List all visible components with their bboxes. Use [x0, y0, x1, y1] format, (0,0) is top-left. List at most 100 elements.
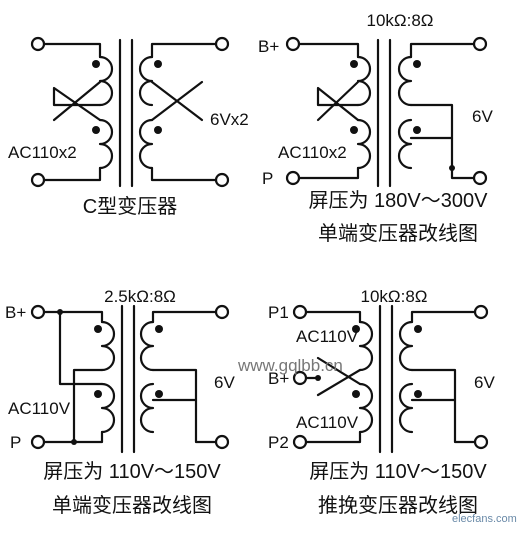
label-p2-bplus: B+ [258, 37, 279, 56]
polarity-dot-p1-3 [154, 60, 162, 68]
junction-p3-1 [57, 309, 63, 315]
lead-p4-out-top [410, 310, 477, 324]
terminal-p1-bottom-right [214, 172, 230, 188]
lead-p2-out-top [409, 42, 476, 59]
cross-p1-left-a [52, 86, 102, 122]
junction-p4-1 [315, 375, 321, 381]
terminal-p3-out-bottom [214, 434, 230, 450]
coil-p1-right-lower [138, 118, 154, 170]
polarity-dot-p4-2 [352, 390, 360, 398]
terminal-p4-out-bottom [473, 434, 489, 450]
terminal-p4-p2 [292, 434, 308, 450]
caption-p2-line2: 单端变压器改线图 [318, 222, 478, 245]
panel-single-ended-180-300: 10kΩ:8Ω B+ P AC110x2 6V 屏压为 180V～300V 单端… [258, 11, 493, 245]
lead-p1-br [150, 166, 218, 182]
polarity-dot-p3-4 [155, 390, 163, 398]
polarity-dot-p1-4 [154, 126, 162, 134]
polarity-dot-p4-4 [414, 390, 422, 398]
coil-p3-right-lower [139, 382, 155, 434]
terminal-p3-p [30, 434, 46, 450]
label-p4-right-winding: 6V [474, 373, 495, 392]
polarity-dot-p2-2 [350, 126, 358, 134]
junction-p3-2 [71, 439, 77, 445]
cross-p1-left-b [52, 80, 102, 122]
link-p3-primary [58, 310, 104, 386]
label-p4-p1: P1 [268, 303, 289, 322]
label-p4-lower-winding: AC110V [296, 413, 359, 432]
coil-p1-left-lower [98, 118, 114, 170]
ratio-p3: 2.5kΩ:8Ω [104, 287, 176, 306]
lead-p4-out-bottom [453, 398, 477, 444]
lead-p3-bplus [42, 310, 104, 324]
ratio-p2: 10kΩ:8Ω [366, 11, 433, 30]
cross-p2-a [316, 86, 360, 122]
terminal-p1-top-right [214, 36, 230, 52]
polarity-dot-p3-2 [94, 390, 102, 398]
polarity-dot-p3-1 [94, 325, 102, 333]
coil-p2-right-upper [397, 55, 413, 107]
coil-p2-left-upper [356, 55, 372, 107]
label-p3-right-winding: 6V [214, 373, 235, 392]
lead-p1-tl [42, 42, 102, 59]
lead-p3-out-top [151, 310, 218, 324]
terminal-p3-out-top [214, 304, 230, 320]
terminal-p2-out-bottom [472, 170, 488, 186]
label-p4-bplus: B+ [268, 369, 289, 388]
coil-p3-right-upper [139, 320, 155, 372]
polarity-dot-p3-3 [155, 325, 163, 333]
lead-p1-bl [42, 166, 102, 182]
coil-p4-right-upper [398, 320, 414, 372]
lead-p2-bplus [297, 42, 360, 59]
polarity-dot-p2-4 [413, 126, 421, 134]
junction-p2-1 [449, 165, 455, 171]
lead-p1-tr [150, 42, 218, 59]
coil-p3-left-upper [100, 320, 116, 372]
caption-p4-line2: 推挽变压器改线图 [318, 494, 478, 517]
lead-p4-p1 [304, 310, 362, 324]
label-p4-p2: P2 [268, 433, 289, 452]
panel-push-pull: 10kΩ:8Ω P1 B+ P2 AC110V AC110V 6V 屏压为 11… [268, 287, 495, 517]
label-p3-p: P [10, 433, 21, 452]
label-p2-right-winding: 6V [472, 107, 493, 126]
panel-single-ended-110-150: 2.5kΩ:8Ω B+ P AC110V 6V 屏压为 110V～150V 单端… [5, 287, 235, 517]
link-p2-secondary [409, 103, 454, 140]
polarity-dot-p2-1 [350, 60, 358, 68]
terminal-p2-bplus [285, 36, 301, 52]
caption-p3-line2: 单端变压器改线图 [52, 494, 212, 517]
link-p4-secondary [410, 368, 457, 402]
label-p2-left-winding: AC110x2 [278, 143, 347, 162]
cross-p4-a [316, 368, 362, 397]
terminal-p3-bplus [30, 304, 46, 320]
label-p4-upper-winding: AC110V [296, 327, 359, 346]
coil-p1-right-upper [138, 55, 154, 107]
label-p3-bplus: B+ [5, 303, 26, 322]
coil-p2-right-lower [397, 118, 413, 170]
footer-logo: elecfans.com [452, 513, 517, 525]
coil-p2-left-lower [356, 118, 372, 170]
link-p3-primary-b [72, 368, 104, 444]
lead-p4-p2 [304, 430, 362, 444]
cross-p1-right-b [150, 80, 204, 122]
caption-p4-line1: 屏压为 110V～150V [309, 460, 487, 483]
link-p3-secondary [151, 368, 198, 402]
coil-p4-left-upper [358, 320, 374, 372]
coil-p1-left-upper [98, 55, 114, 107]
coil-p4-right-lower [398, 382, 414, 434]
watermark-text: www.gqlbb.cn [237, 356, 343, 375]
terminal-p4-p1 [292, 304, 308, 320]
lead-p3-p [42, 430, 104, 444]
terminal-p2-out-top [472, 36, 488, 52]
polarity-dot-p1-1 [92, 60, 100, 68]
caption-p3-line1: 屏压为 110V～150V [43, 460, 221, 483]
label-p1-right-winding: 6Vx2 [210, 110, 249, 129]
terminal-p1-top-left [30, 36, 46, 52]
ratio-p4: 10kΩ:8Ω [360, 287, 427, 306]
cross-p2-b [316, 80, 360, 122]
coil-p3-left-lower [100, 382, 116, 434]
cross-p4-b [316, 356, 362, 386]
lead-p3-out-bottom [194, 398, 218, 444]
caption-p2-line1: 屏压为 180V～300V [309, 189, 489, 212]
polarity-dot-p4-1 [352, 325, 360, 333]
